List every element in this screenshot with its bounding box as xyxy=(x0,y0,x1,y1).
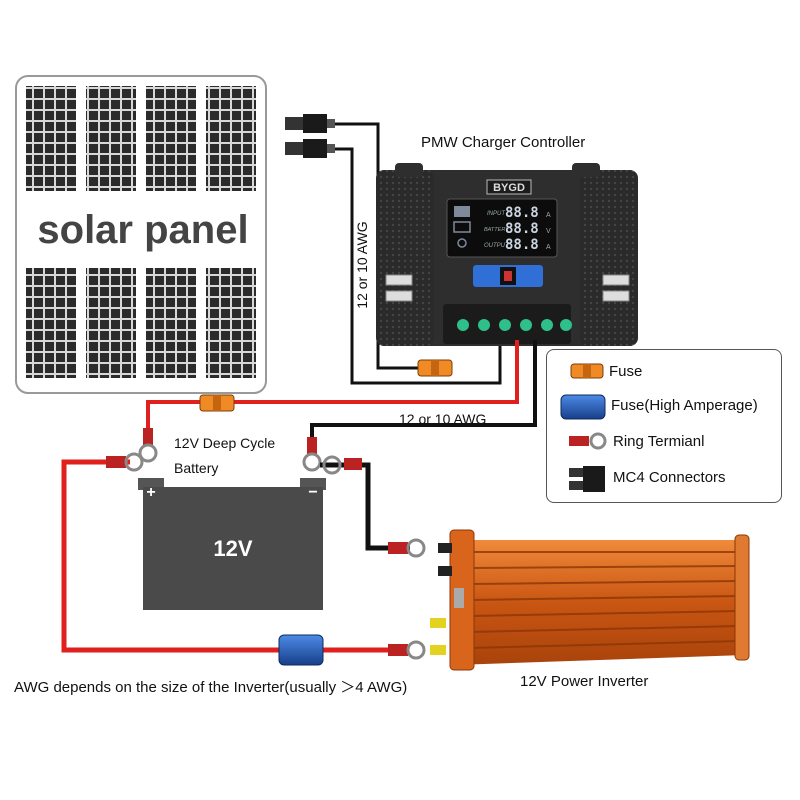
battery-voltage: 12V xyxy=(213,536,252,561)
wire-gauge-horizontal: 12 or 10 AWG xyxy=(399,411,487,427)
controller-title: PMW Charger Controller xyxy=(421,134,586,151)
svg-text:88.8: 88.8 xyxy=(505,205,539,221)
legend-item-fuse: Fuse xyxy=(567,358,642,384)
svg-text:INPUT: INPUT xyxy=(487,211,506,217)
battery-caption-line1: 12V Deep Cycle xyxy=(174,435,276,451)
legend-item-high-amperage-fuse: Fuse(High Amperage) xyxy=(559,392,758,420)
high-amperage-fuse-icon xyxy=(559,393,609,420)
inverter-positive-wire xyxy=(61,459,400,653)
legend-item-ring-terminal: Ring Termianl xyxy=(567,428,704,454)
fuse-icon xyxy=(199,394,235,412)
svg-text:88.8: 88.8 xyxy=(505,221,539,237)
footnote: AWG depends on the size of the Inverter(… xyxy=(14,679,408,696)
svg-text:A: A xyxy=(546,244,551,251)
ring-terminal-icon xyxy=(106,452,144,472)
mc4-connector-icon xyxy=(567,465,617,492)
inverter-positive-terminals xyxy=(430,618,446,655)
battery: + − 12V xyxy=(138,478,326,610)
legend: Fuse Fuse(High Amperage) Ring Termianl M… xyxy=(546,349,782,503)
svg-text:88.8: 88.8 xyxy=(505,237,539,253)
solar-panel-bottom-cells xyxy=(26,268,256,378)
ring-terminal-icon xyxy=(567,429,617,453)
solar-panel-label: solar panel xyxy=(37,208,248,252)
solar-icon xyxy=(454,206,470,217)
high-amperage-fuse-icon xyxy=(278,634,324,666)
legend-item-mc4: MC4 Connectors xyxy=(567,464,726,492)
svg-text:BATTERY: BATTERY xyxy=(484,227,509,233)
mc4-connector-icon xyxy=(285,114,335,133)
battery-negative-wire xyxy=(310,340,537,440)
lcd-display: INPUT BATTERY OUTPUT 88.8 88.8 88.8 A V … xyxy=(446,198,558,258)
inverter-negative-terminals xyxy=(438,543,452,576)
svg-text:V: V xyxy=(546,228,551,235)
solar-panel: solar panel xyxy=(15,75,267,394)
mc4-connectors xyxy=(285,114,335,158)
mode-button[interactable] xyxy=(473,265,543,287)
inverter-label: 12V Power Inverter xyxy=(520,673,649,690)
svg-text:A: A xyxy=(546,212,551,219)
battery-caption-line2: Battery xyxy=(174,460,219,476)
battery-icon xyxy=(453,221,471,233)
inverter-negative-wire xyxy=(320,462,410,551)
battery-positive-wire xyxy=(146,340,519,430)
charge-controller: BYGD INPUT BATTERY OUTPUT 88.8 88.8 88.8… xyxy=(376,163,638,346)
battery-negative-sign: − xyxy=(308,484,317,501)
usb-ports-left[interactable] xyxy=(385,274,413,302)
ring-terminal-icon xyxy=(388,538,426,558)
fuse-icon xyxy=(417,359,453,377)
wire-gauge-vertical: 12 or 10 AWG xyxy=(354,221,370,309)
power-inverter xyxy=(430,529,750,671)
usb-ports-right[interactable] xyxy=(602,274,630,302)
fuse-icon xyxy=(567,359,617,383)
ring-terminal-icon xyxy=(138,428,158,463)
bulb-icon xyxy=(457,238,467,248)
mc4-connector-icon xyxy=(285,139,335,158)
battery-positive-sign: + xyxy=(146,484,155,501)
brand-logo: BYGD xyxy=(486,179,532,195)
solar-panel-top-cells xyxy=(26,86,256,191)
terminal-block xyxy=(443,304,572,344)
ring-terminal-icon xyxy=(388,640,426,660)
svg-text:OUTPUT: OUTPUT xyxy=(484,243,510,249)
ring-terminal-icon xyxy=(302,437,322,472)
svg-text:BYGD: BYGD xyxy=(493,182,525,194)
ring-terminal-icon xyxy=(322,455,362,475)
